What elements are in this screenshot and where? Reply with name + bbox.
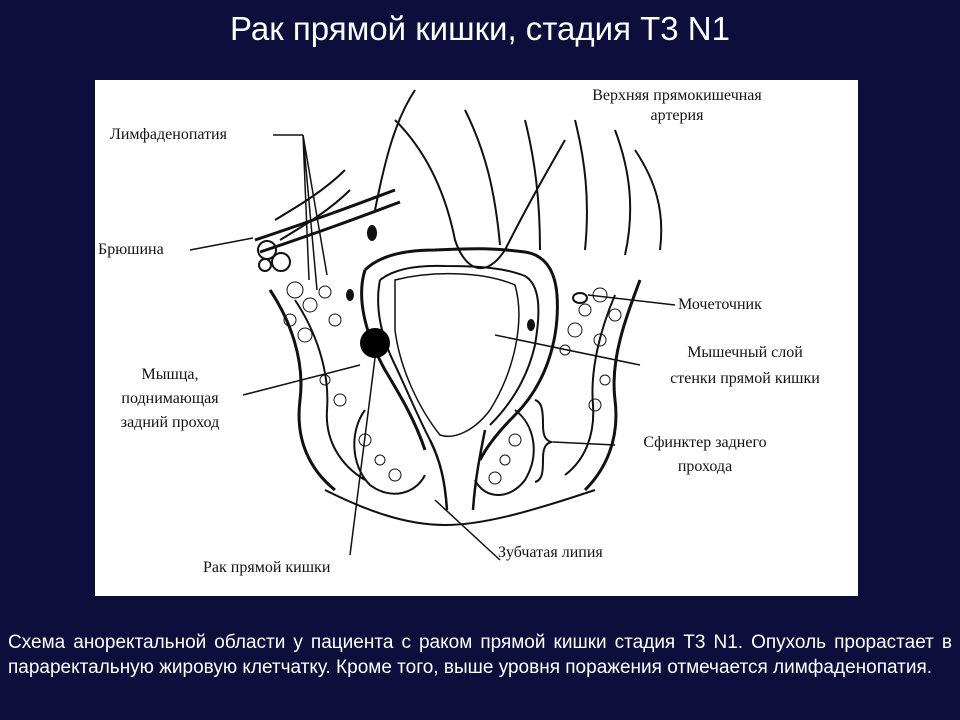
anal-canal <box>471 429 487 511</box>
lumen <box>394 272 520 437</box>
anal-canal <box>428 439 449 511</box>
bowel-fold <box>464 109 501 246</box>
ureter-section <box>572 292 588 304</box>
rectum-outer-left <box>360 269 427 451</box>
pelvic-wall-left <box>268 289 336 492</box>
tumor-node <box>360 328 390 358</box>
vessel <box>259 200 401 254</box>
label-artery-line2: артерия <box>650 107 704 124</box>
bowel-fold <box>634 149 663 251</box>
rectum-outer <box>363 247 559 461</box>
perineum <box>324 489 596 527</box>
label-muscle-layer-line2: стенки прямой кишки <box>670 370 820 387</box>
leader-peritoneum <box>189 237 254 251</box>
label-sphincter-line1: Сфинктер заднего <box>643 434 767 451</box>
anatomy-drawing <box>189 89 676 561</box>
rectum-inner-left <box>377 279 431 441</box>
bowel-fold <box>574 119 588 251</box>
label-lymphadenopathy: Лимфаденопатия <box>110 126 227 143</box>
leader-ureter <box>587 294 676 306</box>
label-artery-line1: Верхняя прямокишечная <box>592 87 762 104</box>
sphincter-right <box>474 409 535 496</box>
pelvic-wall-left-inner <box>294 299 366 481</box>
lymph-node <box>527 319 535 331</box>
label-levator-line2: поднимающая <box>121 390 219 407</box>
slide-title: Рак прямой кишки, стадия Т3 N1 <box>230 10 730 47</box>
rectum-inner <box>379 264 540 426</box>
anatomy-figure: Верхняя прямокишечная артерия Лимфаденоп… <box>95 80 858 596</box>
leader-dentate <box>434 499 501 561</box>
lymph-node <box>346 289 354 301</box>
label-peritoneum: Брюшина <box>98 241 164 258</box>
lymph-node <box>367 225 377 241</box>
leader-levator <box>242 364 361 396</box>
label-dentate-line: Зубчатая липия <box>498 544 603 561</box>
pelvic-wall-right-inner <box>564 294 616 476</box>
label-levator-line3: задний проход <box>120 414 220 431</box>
caption-text: Схема аноректальной области у пациента с… <box>8 632 952 678</box>
label-sphincter-line2: прохода <box>677 458 733 475</box>
bowel-fold <box>614 129 632 256</box>
bowel-fold <box>374 89 416 211</box>
pelvic-wall-right <box>583 279 642 492</box>
bowel-fold <box>274 169 346 221</box>
sphincter-left <box>353 409 426 495</box>
sphincter-brace <box>534 399 555 483</box>
leader-cancer <box>349 357 376 556</box>
leader-sphincter <box>552 441 616 446</box>
vessel <box>254 188 396 242</box>
bowel-fold <box>524 119 541 251</box>
label-ureter: Мочеточник <box>678 296 762 313</box>
vessel-section <box>271 252 291 272</box>
label-rectal-cancer: Рак прямой кишки <box>203 559 331 576</box>
label-levator-line1: Мышца, <box>141 366 199 383</box>
vessel-section <box>258 258 272 272</box>
leader-muscle-layer <box>494 334 641 366</box>
label-muscle-layer-line1: Мышечный слой <box>687 344 803 361</box>
leader-lymphadenopathy <box>273 134 328 291</box>
